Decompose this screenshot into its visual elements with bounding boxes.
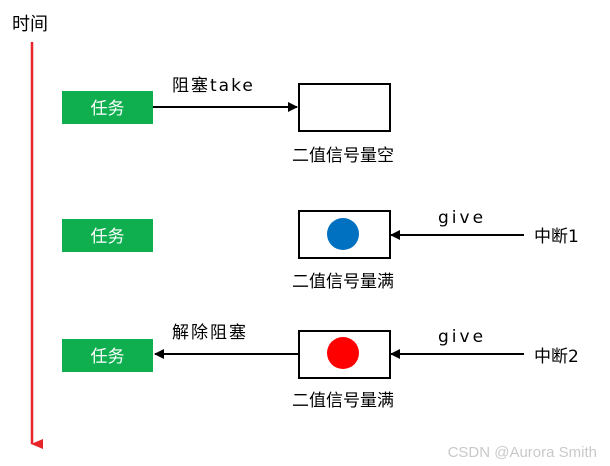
row-3: 任务 解除阻塞 二值信号量满 give 中断2: [62, 323, 579, 411]
semaphore-box-empty: [298, 83, 391, 132]
task-box: [62, 91, 153, 124]
watermark: CSDN @Aurora Smith: [448, 444, 597, 461]
give-arrow-label: give: [438, 327, 486, 347]
interrupt-label: 中断2: [534, 347, 579, 367]
semaphore-label: 二值信号量满: [292, 391, 394, 411]
time-axis-label: 时间: [12, 14, 48, 35]
row-1: 任务 阻塞take 二值信号量空: [62, 76, 394, 166]
task-label: 任务: [91, 99, 125, 119]
semaphore-token-red: [327, 337, 359, 369]
semaphore-token-blue: [327, 218, 359, 250]
task-label: 任务: [91, 227, 125, 247]
semaphore-label: 二值信号量满: [292, 272, 394, 292]
unblock-arrow-label: 解除阻塞: [172, 323, 248, 343]
task-box: [62, 219, 153, 252]
row-2: 任务 二值信号量满 give 中断1: [62, 208, 579, 292]
interrupt-label: 中断1: [534, 227, 579, 247]
task-label: 任务: [91, 347, 125, 367]
semaphore-label: 二值信号量空: [292, 146, 394, 166]
take-arrow-label: 阻塞take: [172, 76, 255, 96]
task-box: [62, 339, 153, 372]
give-arrow-label: give: [438, 208, 486, 228]
